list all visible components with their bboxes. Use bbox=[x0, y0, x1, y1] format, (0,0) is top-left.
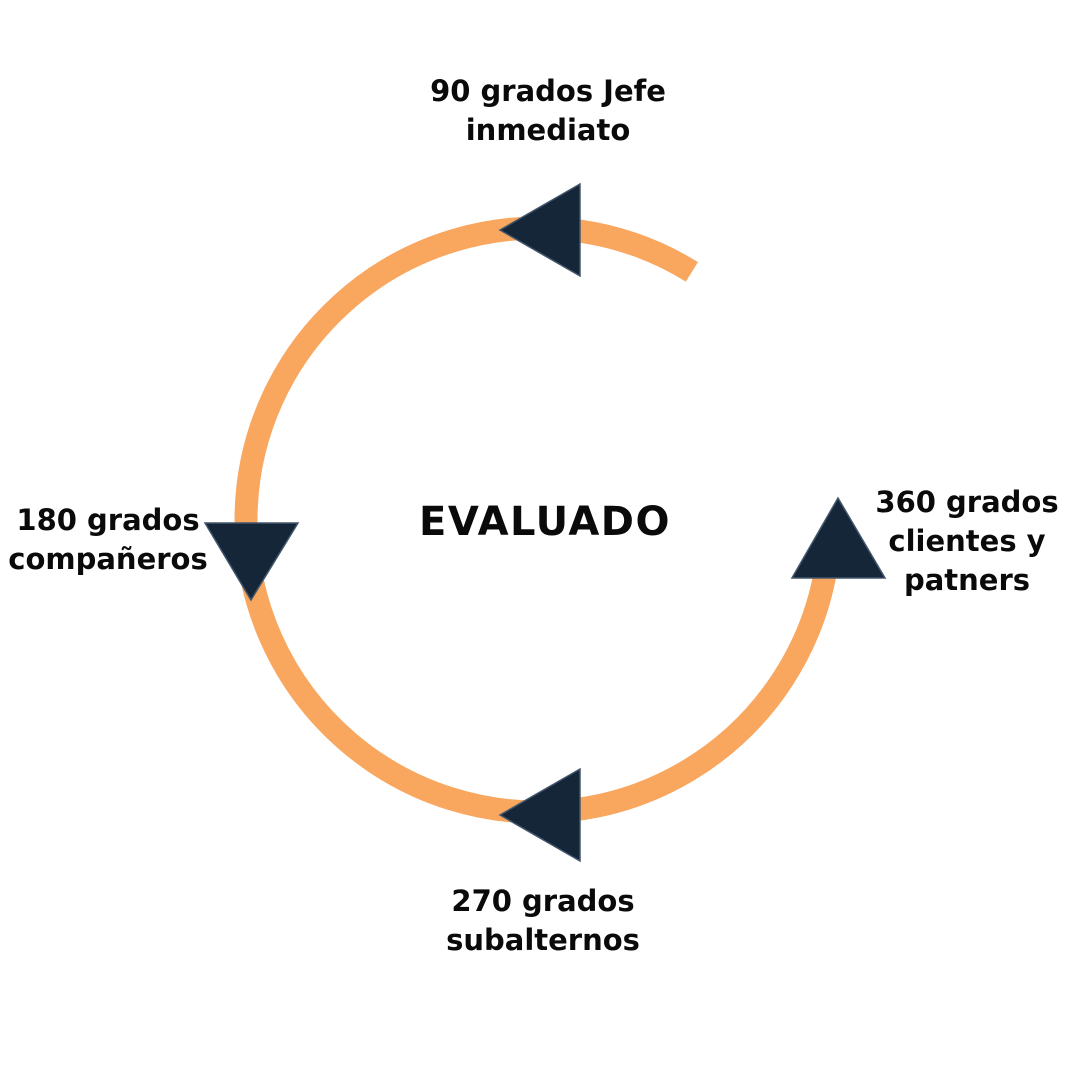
triangle-up-icon-right bbox=[790, 496, 887, 579]
label-line: subalternos bbox=[446, 923, 640, 957]
triangle-down-icon-left bbox=[203, 522, 300, 602]
label-360-grados: 360 grados clientes y patners bbox=[875, 483, 1058, 600]
triangle-left-icon-top bbox=[498, 182, 581, 278]
label-line: patners bbox=[903, 563, 1031, 597]
label-line: compañeros bbox=[8, 542, 208, 576]
label-270-grados: 270 grados subalternos bbox=[446, 882, 640, 960]
label-line: clientes y bbox=[888, 524, 1046, 558]
label-line: 180 grados bbox=[16, 503, 200, 537]
label-line: 360 grados bbox=[875, 485, 1059, 519]
triangle-left-icon-bottom bbox=[498, 767, 581, 863]
label-180-grados: 180 grados compañeros bbox=[8, 501, 207, 579]
cycle-arc bbox=[234, 216, 837, 824]
label-90-grados: 90 grados Jefe inmediato bbox=[430, 72, 666, 150]
label-line: 270 grados bbox=[451, 884, 635, 918]
label-line: 90 grados Jefe bbox=[430, 74, 666, 108]
label-line: inmediato bbox=[465, 113, 631, 147]
center-label-evaluado: EVALUADO bbox=[419, 499, 671, 545]
